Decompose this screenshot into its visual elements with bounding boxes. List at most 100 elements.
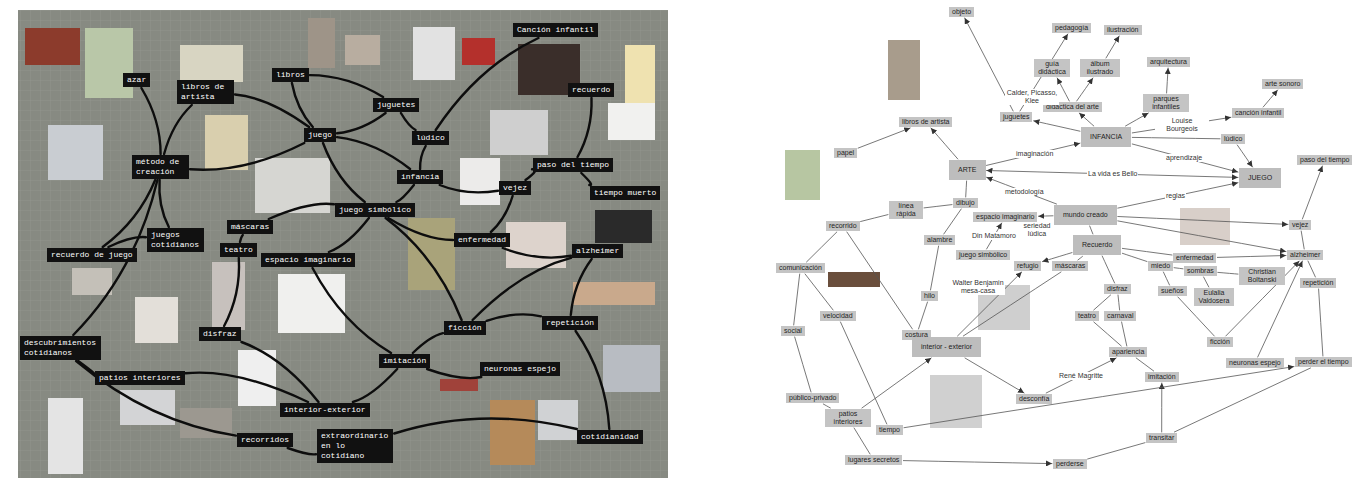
concept-text: interior-exterior [284, 405, 366, 415]
concept-tag: cotidianidad [577, 430, 643, 444]
concept-text: tiempo muerto [594, 188, 656, 198]
photo [538, 400, 578, 440]
concept-text: repetición [1303, 279, 1333, 287]
concept-box: recorrido [826, 221, 860, 231]
concept-text: sueños [1161, 287, 1184, 295]
concept-text: libros [276, 70, 305, 80]
concept-text: enfermedad [1176, 254, 1213, 262]
photo [625, 45, 655, 105]
link-label: Louise Bourgeois [1155, 117, 1209, 133]
concept-text: patios interiores [828, 410, 868, 426]
concept-link [904, 367, 1294, 428]
concept-link [987, 177, 1057, 204]
concept-link [1319, 289, 1323, 356]
concept-link [1046, 358, 1116, 393]
concept-tag: disfraz [199, 327, 241, 341]
concept-link [186, 373, 308, 402]
concept-link [436, 38, 539, 130]
concept-text: recorridos [241, 435, 289, 445]
concept-tag: infancia [397, 170, 443, 184]
photo [888, 40, 920, 100]
concept-link [323, 143, 365, 202]
concept-text: Canción infantil [517, 25, 594, 35]
concept-link [1217, 256, 1286, 258]
concept-link [858, 128, 910, 148]
concept-box: refugio [1014, 261, 1041, 271]
concept-box: social [781, 326, 805, 336]
concept-link [1088, 443, 1145, 459]
concept-text: guía didáctica [1037, 60, 1067, 76]
photo [413, 27, 455, 80]
concept-link [1090, 226, 1093, 234]
concept-text: paso del tiempo [1300, 156, 1349, 164]
photo [48, 125, 103, 180]
concept-text: descubrimientos cotidianos [24, 338, 97, 358]
concept-box: juego simbólico [956, 250, 1010, 260]
concept-link [1122, 322, 1127, 346]
photo [205, 115, 248, 170]
link-label: metodología [1004, 188, 1045, 196]
concept-tag: paso del tiempo [533, 158, 613, 172]
photo [180, 45, 243, 82]
link-label: aprendizaje [1165, 154, 1203, 162]
concept-text: arquitectura [1150, 58, 1187, 66]
concept-text: máscaras [231, 222, 269, 232]
concept-link [353, 369, 397, 402]
concept-box: paso del tiempo [1297, 155, 1352, 165]
concept-tag: espacio imaginario [261, 253, 355, 267]
concept-text: miedo [1151, 262, 1170, 270]
concept-text: infancia [401, 172, 439, 182]
concept-link [1118, 295, 1120, 310]
concept-tag: neuronas espejo [480, 362, 560, 376]
concept-link [1034, 121, 1081, 131]
concept-text: sombras [1187, 267, 1214, 275]
concept-text: tiempo [879, 426, 900, 434]
concept-link [1132, 144, 1238, 172]
concept-tag: libros [272, 68, 309, 82]
concept-link [1038, 215, 1053, 216]
concept-link [1126, 113, 1149, 126]
concept-box: vejez [1289, 220, 1311, 230]
concept-text: patios interiores [99, 373, 181, 383]
concept-link [1122, 248, 1172, 255]
photo [72, 268, 112, 295]
concept-link [1204, 277, 1209, 287]
concept-text: neuronas espejo [484, 364, 556, 374]
photo [490, 110, 548, 155]
concept-link [1132, 137, 1220, 138]
concept-box: sombras [1184, 266, 1217, 276]
concept-link [931, 128, 958, 159]
concept-link [795, 337, 811, 392]
concept-text: neuronas espejo [1229, 359, 1281, 367]
photo [48, 398, 83, 474]
concept-text: disfraz [1107, 285, 1128, 293]
concept-link [965, 358, 1024, 393]
concept-text: paso del tiempo [537, 160, 609, 170]
photo [135, 297, 178, 343]
concept-text: ficción [448, 323, 482, 333]
concept-text: teatro [224, 245, 253, 255]
concept-tag: juguetes [373, 98, 419, 112]
concept-tag: patios interiores [95, 371, 185, 385]
concept-text: juego simbólico [959, 251, 1007, 259]
concept-link [965, 181, 967, 197]
board-background [18, 10, 668, 478]
concept-box: objeto [949, 7, 974, 17]
concept-link [487, 314, 541, 320]
photo [440, 379, 478, 391]
concept-link [108, 237, 146, 247]
concept-text: cotidianidad [581, 432, 639, 442]
link-label: René Magritte [1058, 372, 1104, 380]
concept-link [1079, 113, 1094, 126]
concept-tag: teatro [220, 243, 257, 257]
concept-link [313, 268, 392, 353]
concept-link [242, 342, 319, 402]
concept-text: interior - exterior [921, 343, 972, 351]
link-label: La vida es Bello [1087, 170, 1138, 178]
photo [573, 282, 655, 305]
concept-text: juguetes [377, 100, 415, 110]
concept-text: recuerdo [572, 85, 610, 95]
concept-link [1301, 231, 1304, 249]
concept-text: JUEGO [1248, 174, 1272, 182]
